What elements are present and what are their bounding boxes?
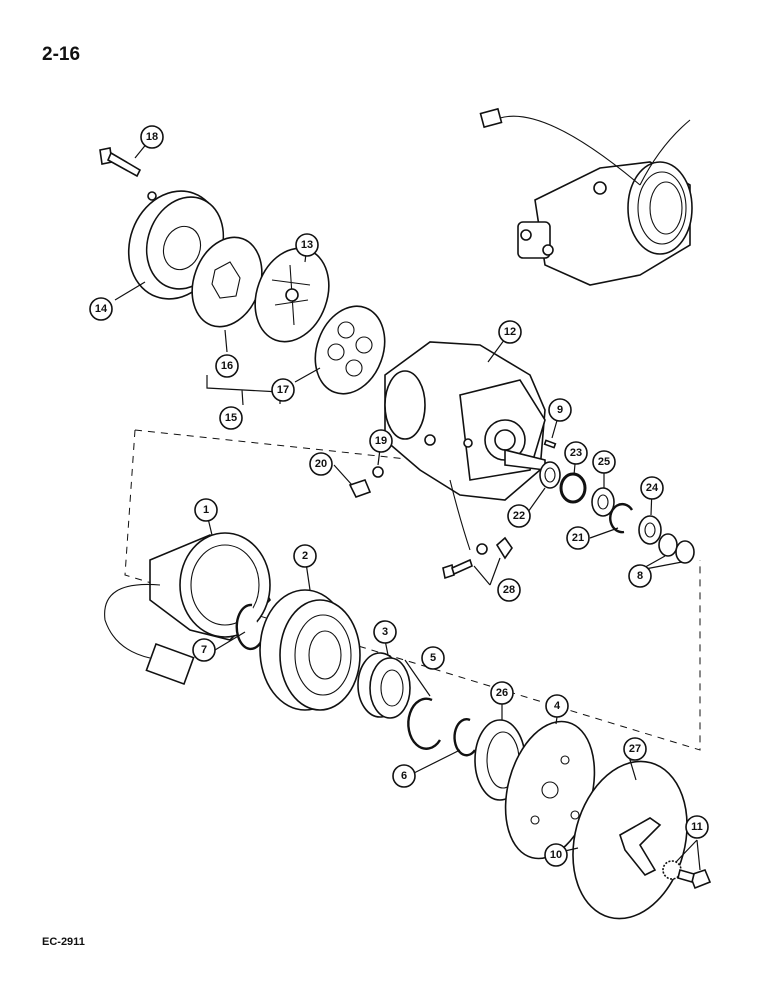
svg-text:15: 15 — [225, 412, 237, 424]
callout-8: 8 — [628, 564, 652, 588]
callout-3: 3 — [373, 620, 397, 644]
svg-text:9: 9 — [557, 404, 563, 416]
svg-text:7: 7 — [201, 644, 207, 656]
callout-20: 20 — [309, 452, 333, 476]
callout-7: 7 — [192, 638, 216, 662]
screw-bracket-part — [442, 536, 513, 580]
clutch-cover-part — [572, 760, 688, 920]
page-number: 2-16 — [42, 44, 81, 65]
svg-text:12: 12 — [504, 326, 516, 338]
callout-22: 22 — [507, 504, 531, 528]
seal-part — [539, 461, 561, 489]
svg-text:10: 10 — [550, 849, 562, 861]
svg-text:27: 27 — [629, 743, 641, 755]
callout-16: 16 — [215, 354, 239, 378]
o-ring-small-part — [372, 466, 384, 478]
callout-6: 6 — [392, 764, 416, 788]
assembled-compressor-illustration — [479, 107, 693, 286]
callout-9: 9 — [548, 398, 572, 422]
washer-part — [638, 515, 662, 545]
callout-19: 19 — [369, 429, 393, 453]
svg-text:3: 3 — [382, 626, 388, 638]
callout-13: 13 — [295, 233, 319, 257]
seal-cup-part — [591, 487, 615, 517]
callout-10: 10 — [544, 843, 568, 867]
fitting-part — [348, 479, 372, 498]
callout-21: 21 — [566, 526, 590, 550]
group-bracket — [206, 375, 281, 406]
callout-11: 11 — [685, 815, 709, 839]
bolt-washer-part — [662, 860, 712, 890]
callout-14: 14 — [89, 297, 113, 321]
hub-snap-ring-part — [453, 718, 476, 757]
snap-ring-part — [609, 503, 634, 534]
svg-text:6: 6 — [401, 770, 407, 782]
o-ring-part — [559, 472, 587, 504]
callout-17: 17 — [271, 378, 295, 402]
key-part — [543, 439, 557, 449]
svg-text:14: 14 — [95, 303, 108, 315]
callout-28: 28 — [497, 578, 521, 602]
svg-text:21: 21 — [572, 532, 584, 544]
svg-text:5: 5 — [430, 652, 436, 664]
callout-27: 27 — [623, 737, 647, 761]
callout-4: 4 — [545, 694, 569, 718]
svg-text:19: 19 — [375, 435, 387, 447]
svg-text:2: 2 — [302, 550, 308, 562]
clutch-plate-part — [254, 247, 330, 343]
figure-code: EC-2911 — [42, 936, 85, 948]
pulley-part — [259, 589, 361, 711]
svg-text:16: 16 — [221, 360, 233, 372]
svg-text:8: 8 — [637, 570, 643, 582]
svg-text:11: 11 — [691, 821, 703, 833]
svg-text:23: 23 — [570, 447, 582, 459]
callout-2: 2 — [293, 544, 317, 568]
svg-text:1: 1 — [203, 504, 209, 516]
svg-text:17: 17 — [277, 384, 289, 396]
svg-text:28: 28 — [503, 584, 515, 596]
callout-18: 18 — [140, 125, 164, 149]
callout-5: 5 — [421, 646, 445, 670]
bolt-part — [99, 147, 142, 178]
bearing-part — [357, 652, 411, 719]
bearing-snap-ring-part — [407, 697, 442, 750]
svg-text:26: 26 — [496, 687, 508, 699]
callout-25: 25 — [592, 450, 616, 474]
shim-washers-part — [658, 533, 695, 564]
svg-text:4: 4 — [554, 700, 561, 712]
svg-text:20: 20 — [315, 458, 327, 470]
svg-text:22: 22 — [513, 510, 525, 522]
svg-text:18: 18 — [146, 131, 158, 143]
svg-text:24: 24 — [646, 482, 659, 494]
svg-text:25: 25 — [598, 456, 610, 468]
svg-text:13: 13 — [301, 239, 313, 251]
callout-1: 1 — [194, 498, 218, 522]
callout-24: 24 — [640, 476, 664, 500]
shim-four-hole-part — [314, 305, 386, 395]
callout-12: 12 — [498, 320, 522, 344]
callout-15: 15 — [219, 406, 243, 430]
callout-26: 26 — [490, 681, 514, 705]
callout-23: 23 — [564, 441, 588, 465]
